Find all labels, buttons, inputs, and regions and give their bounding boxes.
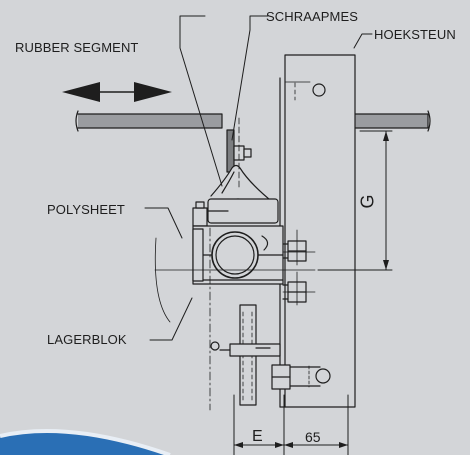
clamp-holder: [192, 198, 279, 227]
corner-bracket: [279, 54, 356, 408]
center-lines: [154, 117, 316, 411]
label-polysheet: POLYSHEET: [47, 202, 125, 217]
dimension-width-label: 65: [305, 429, 321, 445]
dimension-e-label: E: [252, 428, 263, 445]
label-bracket: HOEKSTEUN: [374, 27, 456, 42]
conveyor-belt: [75, 110, 431, 132]
label-rubber-segment: RUBBER SEGMENT: [15, 40, 139, 55]
label-scraper: SCHRAAPMES: [266, 9, 359, 24]
label-bearing-block: LAGERBLOK: [47, 332, 127, 347]
dimension-g-label: G: [357, 194, 378, 209]
movement-double-arrow: [62, 82, 172, 102]
rubber-segment: [210, 164, 276, 205]
brand-swoosh: [0, 429, 171, 455]
leader-lines: [144, 15, 373, 341]
dimension-bottom: [233, 394, 349, 455]
mounting-strip: [219, 304, 281, 406]
dimension-g: [317, 130, 393, 271]
bearing-block: [192, 225, 284, 285]
bracket-bolts: [210, 240, 331, 390]
